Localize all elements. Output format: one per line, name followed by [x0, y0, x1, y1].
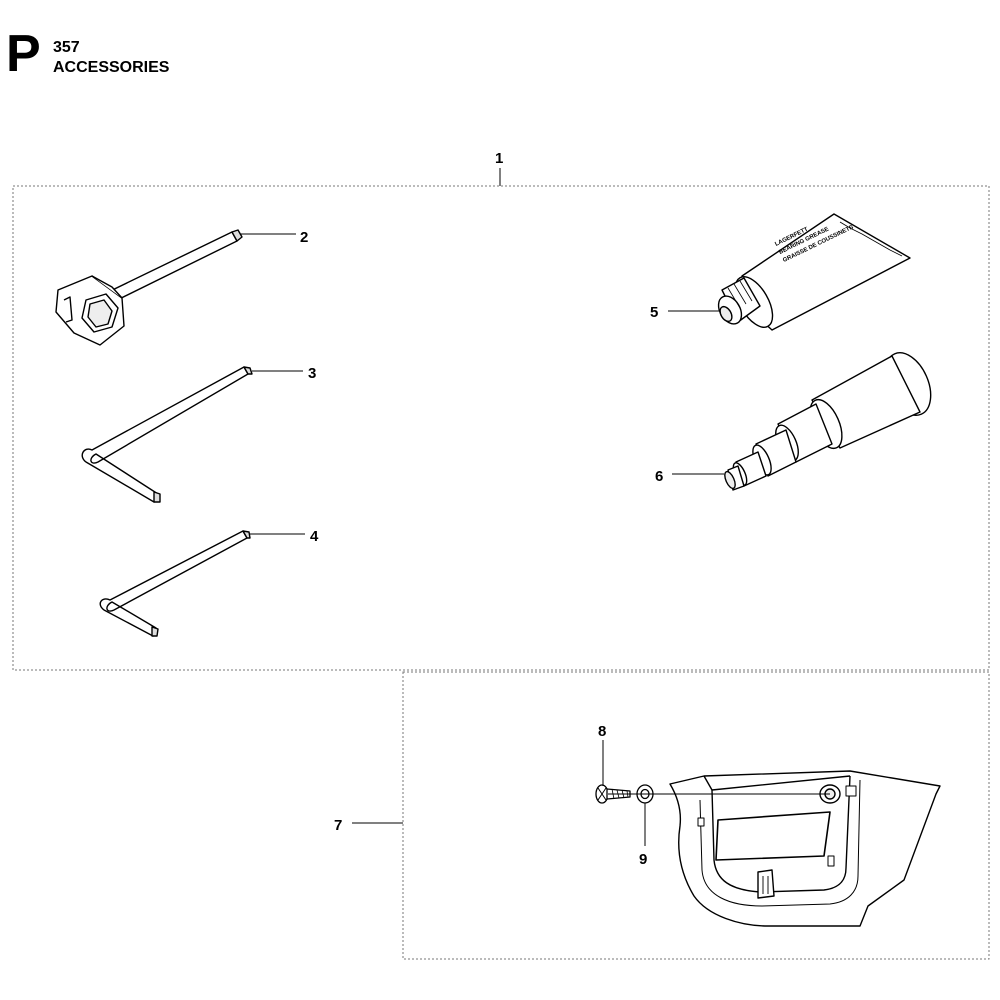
page-title: ACCESSORIES	[53, 59, 170, 76]
hex-key-small	[99, 530, 251, 637]
callout-5: 5	[650, 304, 658, 321]
callout-7: 7	[334, 817, 342, 834]
hex-key-large	[81, 366, 253, 503]
callout-6: 6	[655, 468, 663, 485]
assembly-tool	[724, 352, 932, 491]
cover-part	[669, 770, 941, 927]
section-letter: P	[6, 25, 41, 83]
callout-3: 3	[308, 365, 316, 382]
callout-9: 9	[639, 851, 647, 868]
grease-tube	[717, 213, 911, 331]
callout-2: 2	[300, 229, 308, 246]
model-number: 357	[53, 39, 80, 56]
kit-group-box	[12, 185, 990, 671]
callout-4: 4	[310, 528, 319, 545]
callout-1: 1	[495, 150, 503, 167]
combination-spanner	[55, 229, 243, 346]
cover-group-box	[402, 671, 990, 960]
callout-8: 8	[598, 723, 606, 740]
